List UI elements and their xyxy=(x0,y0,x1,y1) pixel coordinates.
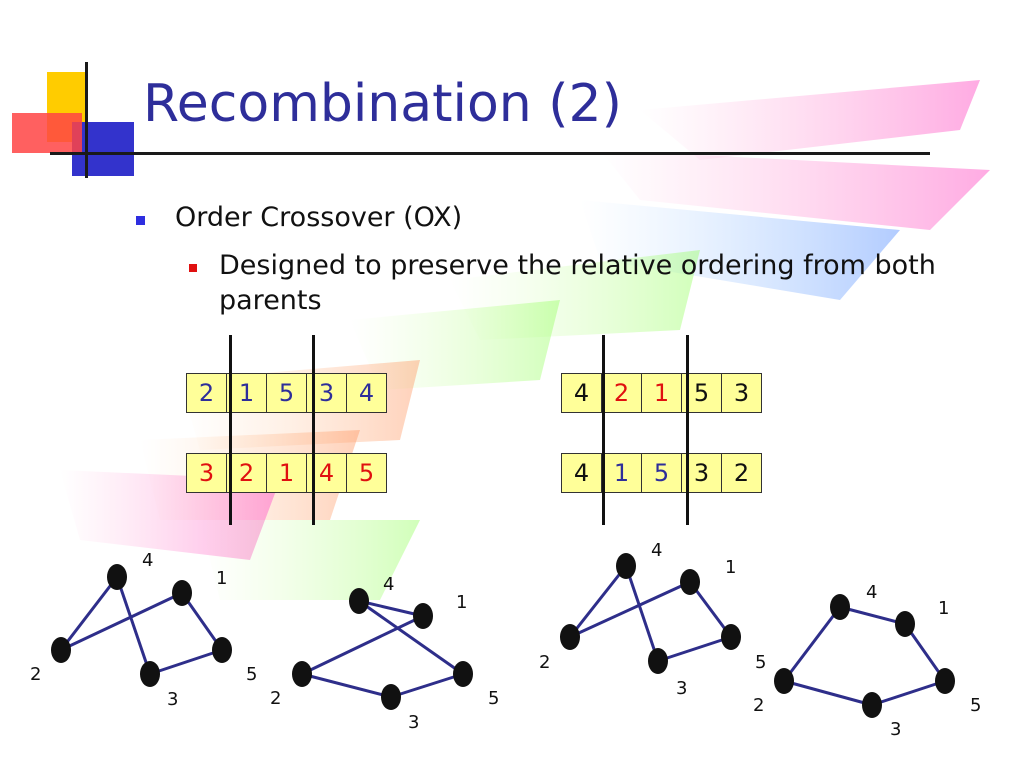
city-label-2: 2 xyxy=(539,652,550,673)
city-label-2: 2 xyxy=(270,688,281,709)
city-node-2 xyxy=(292,661,312,687)
tour-parent-1: 1 2 3 4 5 xyxy=(30,550,257,710)
tour-edge xyxy=(624,565,660,662)
city-node-4 xyxy=(107,564,127,590)
tour-edge xyxy=(301,614,424,676)
city-node-5 xyxy=(935,668,955,694)
city-label-3: 3 xyxy=(408,712,419,733)
tour-edge xyxy=(390,672,464,699)
tour-edge xyxy=(60,591,183,652)
city-label-3: 3 xyxy=(890,719,901,740)
permutation-cell: 2 xyxy=(226,453,267,493)
permutation-cell: 4 xyxy=(561,373,602,413)
city-label-4: 4 xyxy=(383,574,394,595)
permutation-cell: 5 xyxy=(266,373,307,413)
city-node-1 xyxy=(680,569,700,595)
slide-title: Recombination (2) xyxy=(143,74,622,134)
permutation-cell: 1 xyxy=(641,373,682,413)
tour-edge xyxy=(59,576,119,651)
tour-edge xyxy=(149,648,223,676)
permutation-cell: 5 xyxy=(346,453,387,493)
bullet-level-2: Designed to preserve the relative orderi… xyxy=(189,248,979,318)
city-label-2: 2 xyxy=(30,664,41,685)
city-node-2 xyxy=(774,668,794,694)
city-label-2: 2 xyxy=(753,695,764,716)
city-label-1: 1 xyxy=(938,598,949,619)
city-node-3 xyxy=(381,684,401,710)
tour-edge xyxy=(358,599,464,676)
permutation-cell: 5 xyxy=(641,453,682,493)
city-node-1 xyxy=(895,611,915,637)
tour-edge xyxy=(839,605,906,626)
city-node-4 xyxy=(616,553,636,579)
tour-edge xyxy=(782,606,842,682)
city-label-3: 3 xyxy=(167,689,178,710)
tour-edge xyxy=(301,672,392,699)
permutation-cell: 2 xyxy=(186,373,227,413)
city-label-4: 4 xyxy=(142,550,153,571)
tour-edge xyxy=(568,565,628,638)
city-label-1: 1 xyxy=(456,592,467,613)
cut-line-left-1 xyxy=(229,335,232,525)
square-bullet-icon xyxy=(136,216,145,225)
city-node-3 xyxy=(648,648,668,674)
cut-line-left-2 xyxy=(312,335,315,525)
tour-edge xyxy=(358,599,424,618)
permutation-cell: 1 xyxy=(601,453,642,493)
title-underline xyxy=(50,152,930,155)
permutation-cell: 4 xyxy=(561,453,602,493)
logo-vertical-rule xyxy=(85,62,88,178)
permutation-cell: 2 xyxy=(601,373,642,413)
bullet-2-text: Designed to preserve the relative orderi… xyxy=(219,250,936,316)
city-label-5: 5 xyxy=(488,688,499,709)
city-node-2 xyxy=(51,637,71,663)
square-bullet-icon xyxy=(189,264,197,272)
city-label-1: 1 xyxy=(216,568,227,589)
city-label-5: 5 xyxy=(246,664,257,685)
tour-edge xyxy=(115,576,152,675)
city-node-2 xyxy=(560,624,580,650)
city-node-4 xyxy=(830,594,850,620)
city-label-4: 4 xyxy=(651,540,662,561)
city-node-3 xyxy=(862,692,882,718)
city-label-1: 1 xyxy=(725,557,736,578)
city-node-5 xyxy=(721,624,741,650)
city-label-3: 3 xyxy=(676,678,687,699)
city-node-1 xyxy=(172,580,192,606)
city-node-3 xyxy=(140,661,160,687)
permutation-cell: 2 xyxy=(721,453,762,493)
city-label-4: 4 xyxy=(866,582,877,603)
city-label-5: 5 xyxy=(970,695,981,716)
permutation-cell: 3 xyxy=(186,453,227,493)
tour-edge xyxy=(871,679,946,707)
city-label-5: 5 xyxy=(755,652,766,673)
tour-edge xyxy=(569,580,691,639)
permutation-cell: 4 xyxy=(346,373,387,413)
city-node-1 xyxy=(413,603,433,629)
tour-child-2: 1 2 3 4 5 xyxy=(753,582,981,740)
city-node-5 xyxy=(453,661,473,687)
bullet-level-1: Order Crossover (OX) xyxy=(136,202,463,233)
city-node-5 xyxy=(212,637,232,663)
tour-edge xyxy=(657,635,732,663)
tour-edge xyxy=(783,679,873,707)
tour-parent-2: 1 2 3 4 5 xyxy=(270,574,499,733)
permutation-cell: 3 xyxy=(721,373,762,413)
cut-line-right-2 xyxy=(686,335,689,525)
city-node-4 xyxy=(349,588,369,614)
cut-line-right-1 xyxy=(602,335,605,525)
tour-child-1: 1 2 3 4 5 xyxy=(539,540,766,699)
permutation-cell: 1 xyxy=(266,453,307,493)
bullet-1-text: Order Crossover (OX) xyxy=(175,202,463,233)
permutation-cell: 1 xyxy=(226,373,267,413)
